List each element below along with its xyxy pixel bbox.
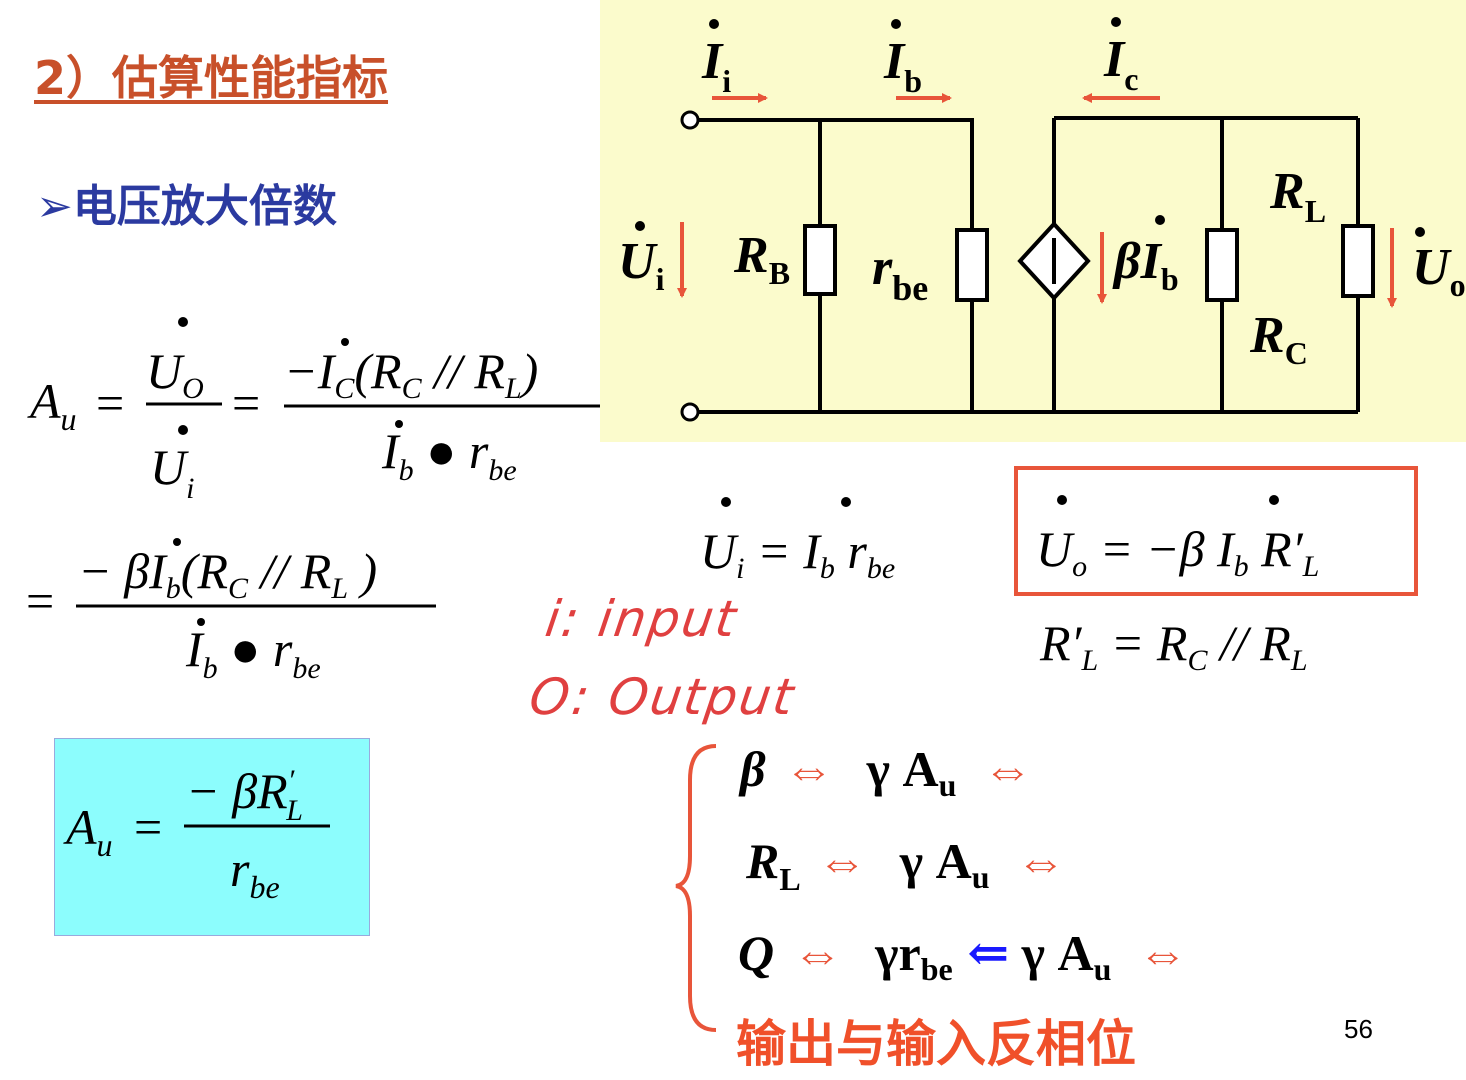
resistor-rbe [955,228,989,302]
svg-text:− βIb(RC // RL ): − βIb(RC // RL ) [78,543,377,605]
svg-text:=: = [26,573,54,629]
svg-text:Ib ● rbe: Ib ● rbe [185,621,321,685]
svg-text:=: = [96,375,124,431]
svg-text:−IC(RC // RL): −IC(RC // RL) [284,343,538,405]
svg-text:Au: Au [63,799,113,863]
svg-text:=: = [134,799,162,855]
svg-text:rbe: rbe [230,841,280,905]
bullet-arrow-icon: ➢ [36,181,73,232]
gain-result-box [54,738,370,936]
svg-text:Ui: Ui [150,439,194,505]
label-RL: RL [1269,163,1326,229]
label-Ii: Ii [701,33,731,99]
circuit-panel [600,0,1466,442]
svg-text:− βR′L: − βR′L [186,763,303,827]
svg-text:=: = [232,375,260,431]
ui-equation: Ui = Ib rbe [700,523,895,585]
page-title: 2）估算性能指标 [34,51,389,105]
uo-equation: Uo = −β Ib R′L [1036,521,1319,583]
label-RB: RB [733,227,790,291]
svg-text:Ib ● rbe: Ib ● rbe [381,423,517,487]
label-beta-Ib: βIb [1112,233,1179,297]
resistor-RC [1205,228,1239,302]
gain-result-formula: Au = − βR′L rbe [63,763,330,905]
label-RC: RC [1249,307,1308,371]
rl-prime-equation: R′L = RC // RL [1039,615,1308,677]
input-terminal-bottom [680,402,700,422]
label-Ic: Ic [1103,31,1138,97]
label-Ib: Ib [883,33,922,99]
section-heading: ➢电压放大倍数 [36,170,337,234]
label-rbe: rbe [872,239,928,308]
uo-equation-highlight-box [1014,466,1418,596]
relation-beta: β ⇔ γ Au ⇔ [738,741,1033,807]
phase-conclusion: 输出与输入反相位 [736,1015,1136,1073]
page-number: 56 [1344,1014,1373,1044]
input-terminal-top [680,110,700,130]
relation-Q: Q ⇔ γrbe ⇐ γ Au ⇔ [738,925,1188,991]
relation-RL: RL ⇔ γ Au ⇔ [745,833,1066,901]
svg-text:UO: UO [146,343,204,405]
gain-equation-line2: = − βIb(RC // RL ) Ib ● rbe [26,543,436,685]
relations-brace [675,744,717,1032]
label-Ui: Ui [618,233,665,297]
resistor-RB [803,224,837,296]
resistor-RL [1341,224,1375,298]
label-Uo: Uo [1412,239,1466,303]
svg-text:Au: Au [27,373,77,437]
section-heading-label: 电压放大倍数 [72,181,337,232]
gain-equation-line1: Au = UO Ui = −IC(RC // RL) Ib ● rbe [27,343,600,505]
